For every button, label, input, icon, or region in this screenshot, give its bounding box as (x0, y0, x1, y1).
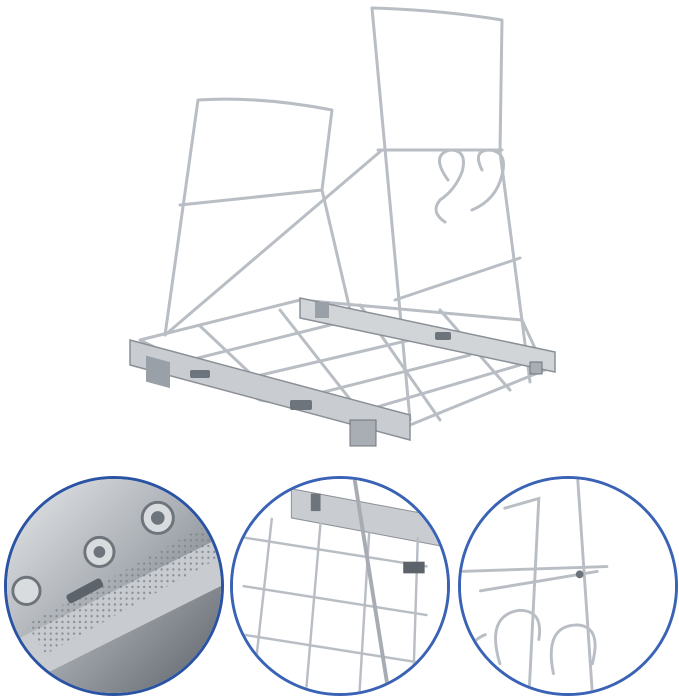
detail-image-bracket (4, 476, 224, 696)
scroll-joint-closeup-drawing (461, 479, 675, 693)
bracket-closeup-drawing (7, 479, 221, 693)
detail-image-basket (230, 476, 450, 696)
pull-out-rack-drawing (129, 6, 556, 447)
main-product-image (110, 0, 580, 470)
basket-closeup-drawing (233, 479, 447, 693)
drawer-slide-right (299, 297, 556, 375)
drawer-slide-left (129, 339, 411, 447)
detail-image-scroll-joint (458, 476, 678, 696)
